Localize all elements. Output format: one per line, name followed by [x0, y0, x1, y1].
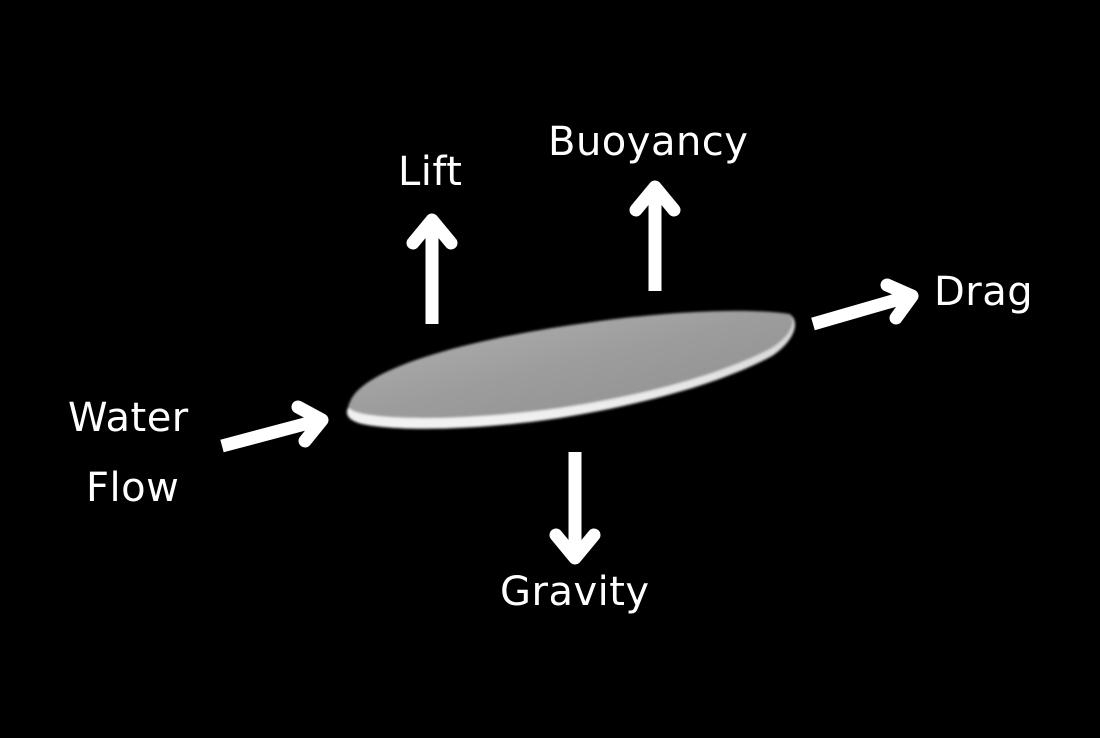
surfboard-deck: [348, 310, 793, 419]
water-flow-label-line-1: Water: [68, 395, 189, 441]
drag-arrow-icon: [811, 278, 919, 331]
surfboard-icon: [346, 310, 796, 429]
buoyancy-label: Buoyancy: [548, 119, 749, 165]
water-flow-label-line-2: Flow: [86, 465, 180, 511]
drag-label: Drag: [934, 269, 1034, 315]
gravity-label: Gravity: [500, 569, 650, 615]
buoyancy-arrow-icon: [629, 180, 681, 291]
lift-label: Lift: [398, 149, 463, 195]
gravity-arrow-icon: [549, 452, 601, 565]
lift-arrow-icon: [406, 213, 458, 324]
water-flow-arrow-icon: [220, 400, 329, 453]
